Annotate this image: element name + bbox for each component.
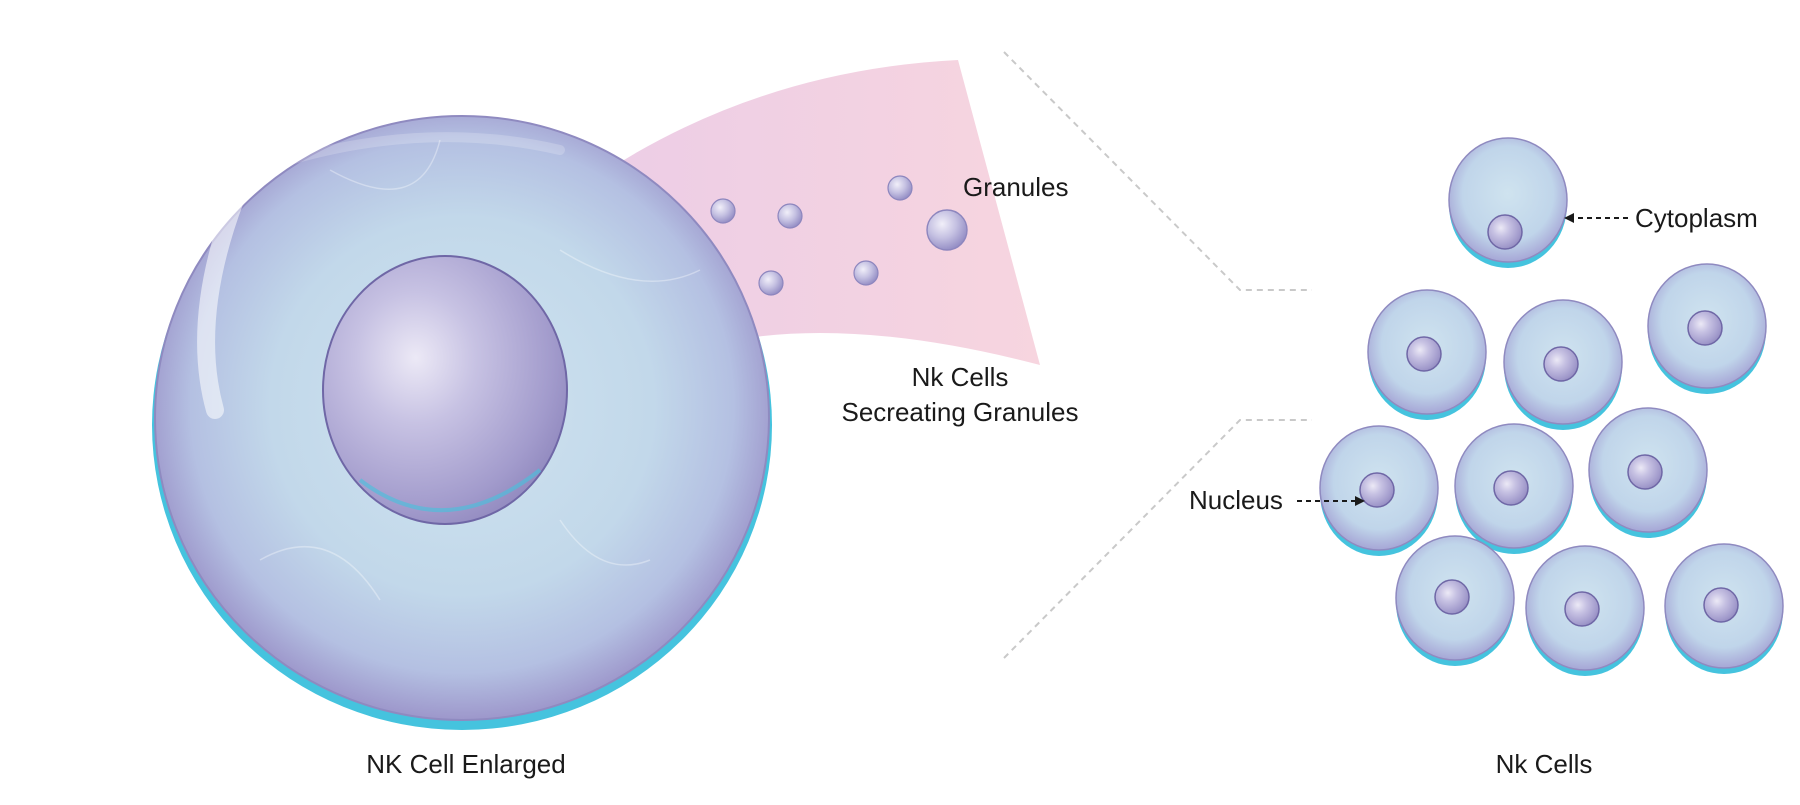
- zoom-leader-top: [1003, 51, 1312, 291]
- nk-cells-cluster: [1319, 137, 1784, 676]
- small-nk-cell: [1448, 137, 1568, 268]
- nucleus-label: Nucleus: [1189, 485, 1283, 515]
- granule: [710, 198, 736, 224]
- cytoplasm-label: Cytoplasm: [1635, 203, 1758, 233]
- granule: [853, 260, 879, 286]
- granules-group: [710, 175, 968, 296]
- enlarged-cell-caption: NK Cell Enlarged: [366, 749, 566, 779]
- small-nk-cell: [1525, 545, 1645, 676]
- small-nk-cell: [1588, 407, 1708, 538]
- zoom-leader-bottom: [1003, 419, 1312, 659]
- small-nk-cell: [1664, 543, 1784, 674]
- small-nk-cell: [1367, 289, 1487, 420]
- secreting-label-line1: Nk Cells: [911, 362, 1009, 392]
- small-nk-cell: [1647, 263, 1767, 394]
- small-nk-cell: [1454, 423, 1574, 554]
- enlarged-nk-cell: [152, 115, 772, 730]
- small-nk-cell: [1395, 535, 1515, 666]
- small-nk-cell: [1319, 425, 1439, 556]
- secreting-label-line2: Secreating Granules: [841, 397, 1079, 427]
- enlarged-nucleus: [322, 255, 568, 525]
- granule: [758, 270, 784, 296]
- granule: [777, 203, 803, 229]
- granule: [887, 175, 913, 201]
- granules-label: Granules: [963, 172, 1069, 202]
- small-nk-cell: [1503, 299, 1623, 430]
- granule: [926, 209, 968, 251]
- nk-cells-caption: Nk Cells: [1495, 749, 1593, 779]
